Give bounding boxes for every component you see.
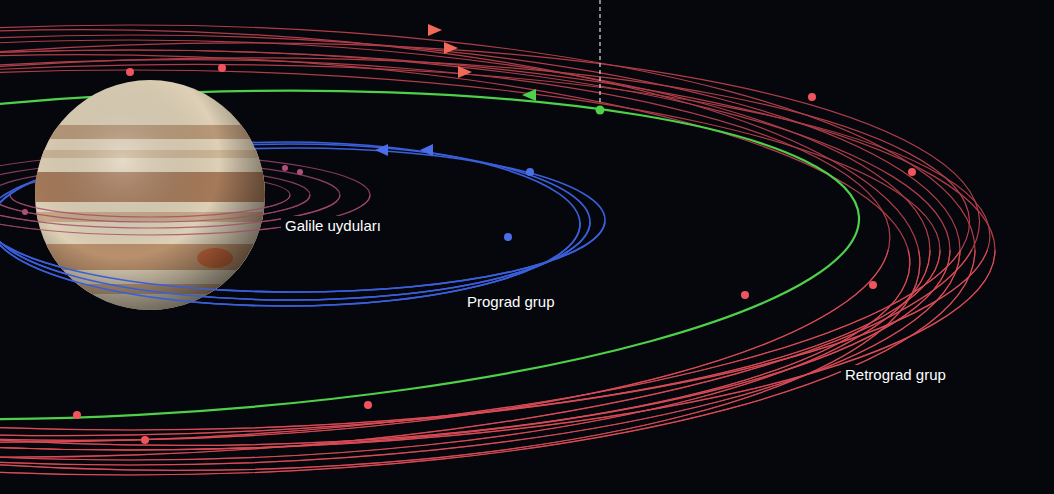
highlight-orbit (0, 57, 867, 453)
moon-dots (22, 64, 916, 444)
group-label: Galile uyduları (281, 216, 385, 235)
retrograde-orbits (0, 15, 995, 484)
marker-line (599, 0, 600, 105)
group-label: Prograd grup (463, 292, 559, 311)
direction-arrows (375, 24, 536, 156)
group-label: Retrograd grup (841, 365, 950, 384)
